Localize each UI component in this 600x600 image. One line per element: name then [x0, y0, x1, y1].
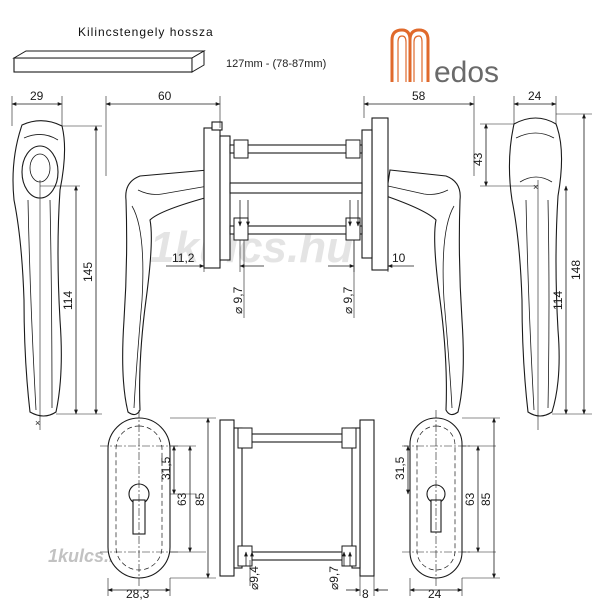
logo-mark-icon [390, 28, 430, 82]
rose-front-view-right [402, 410, 470, 586]
dim-rose-left-center: 63 [175, 492, 189, 506]
dim-screw-dia-right: ⌀ 9,7 [341, 286, 355, 314]
screw-rod-top [229, 144, 363, 154]
svg-text:×: × [533, 182, 538, 192]
rose-front-view-left [100, 410, 178, 586]
handle-front-view-right [361, 117, 464, 416]
handle-side-view-right: × [508, 117, 563, 430]
dim-screw-dia-left: ⌀ 9,7 [231, 286, 245, 314]
logo-text: edos [434, 56, 499, 89]
spindle-bar-icon [13, 57, 193, 73]
spindle-bar-end [191, 50, 205, 73]
dim-right-side-width: 24 [528, 89, 542, 103]
dim-bottom-screw-right: ⌀9,7 [327, 566, 341, 590]
dim-right-rose-offset: 43 [471, 152, 485, 166]
dim-bottom-screw-left: ⌀9,4 [247, 566, 261, 590]
spindle-bar-top [12, 50, 206, 59]
rose-side-section [219, 419, 375, 577]
dim-rose-right-height: 85 [479, 492, 493, 506]
handle-side-view-left: × [12, 120, 66, 430]
dim-left-length-grip: 114 [61, 291, 75, 310]
dim-right-length-grip: 114 [551, 291, 565, 310]
dim-right-handle-span: 58 [412, 89, 426, 103]
medos-logo: edos [390, 28, 499, 89]
screw-rod-bottom [229, 225, 363, 235]
handle-front-view-left [122, 121, 231, 416]
dim-plate-thickness: 8 [362, 587, 369, 600]
dim-left-spindle-offset: 11,2 [172, 251, 195, 265]
dim-rose-left-half: 31,5 [159, 456, 173, 480]
spindle-length-spec: 127mm - (78-87mm) [226, 58, 326, 70]
dim-right-length-total: 148 [569, 260, 583, 280]
dim-left-handle-span: 60 [158, 89, 172, 103]
dim-rose-right-width: 24 [428, 587, 442, 600]
dim-rose-left-width: 28,3 [126, 587, 150, 600]
svg-text:×: × [35, 418, 40, 428]
dim-left-length-total: 145 [81, 262, 95, 282]
dim-left-side-width: 29 [30, 89, 44, 103]
dim-right-spindle-offset: 10 [392, 251, 406, 265]
spindle-length-title: Kilincstengely hossza [78, 25, 214, 39]
dim-rose-right-half: 31,5 [393, 456, 407, 480]
spindle-square [229, 182, 363, 194]
dim-rose-left-height: 85 [193, 492, 207, 506]
dim-rose-right-center: 63 [463, 492, 477, 506]
